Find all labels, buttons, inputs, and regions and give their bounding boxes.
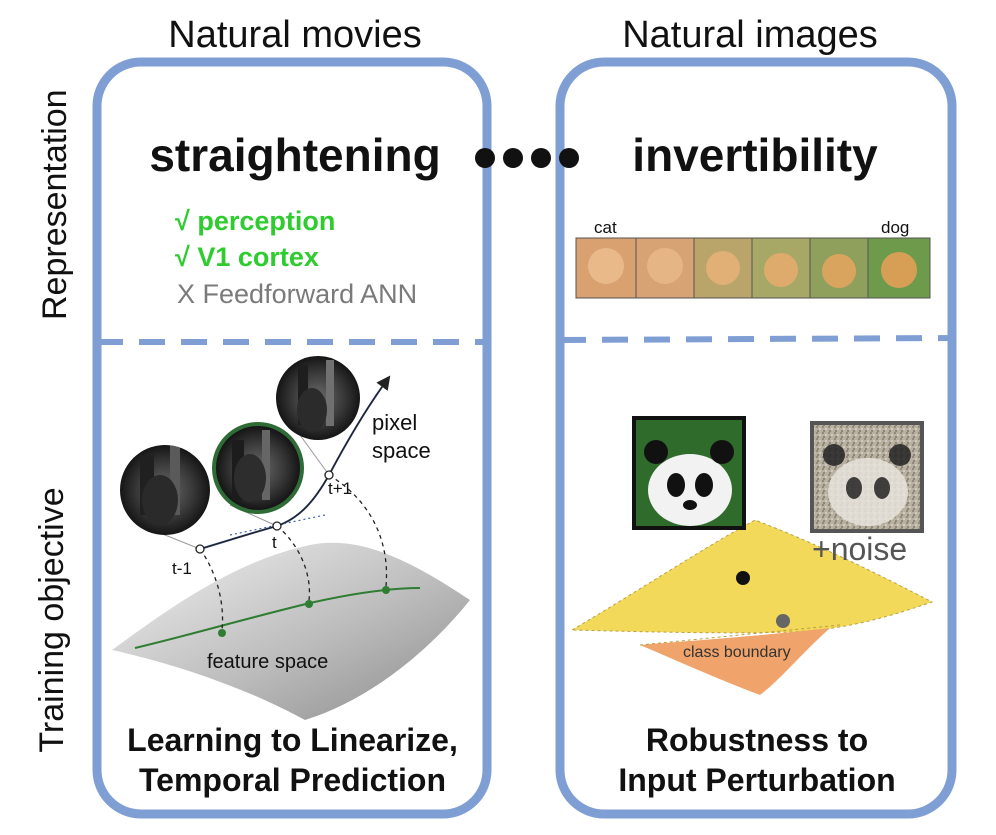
space-label: space (372, 438, 431, 463)
left-objective-title: Learning to Linearize, Temporal Predicti… (127, 722, 458, 798)
video-frame-3 (276, 356, 360, 440)
cross-mark-icon: X (177, 279, 196, 309)
cat-label: cat (594, 218, 617, 237)
feature-point-t-1 (218, 629, 226, 637)
check-v1-cortex: √ V1 cortex (175, 242, 319, 272)
straightening-label: straightening (149, 129, 441, 181)
class-region-orange (640, 628, 830, 695)
feature-point-t (305, 600, 313, 608)
invertibility-label: invertibility (632, 129, 878, 181)
right-objective-title: Robustness to Input Perturbation (618, 722, 896, 798)
class-boundary-label: class boundary (683, 644, 791, 661)
video-frame-1 (120, 445, 210, 535)
left-panel-frame (92, 57, 492, 819)
cross-feedforward-ann: X Feedforward ANN (177, 279, 418, 309)
cat-dog-morph-strip (575, 237, 931, 299)
clean-point (736, 571, 750, 585)
check-mark-icon: √ (175, 206, 190, 236)
dog-label: dog (881, 218, 910, 237)
column-title-natural-images: Natural images (622, 14, 878, 56)
video-frame-2 (212, 422, 304, 514)
right-divider (559, 335, 953, 343)
pixel-label: pixel (372, 410, 418, 435)
feature-point-t+1 (382, 586, 390, 594)
time-label-t+1: t+1 (328, 479, 353, 498)
noise-label: +noise (812, 531, 908, 567)
time-label-t: t (272, 533, 277, 552)
check-perception: √ perception (175, 206, 336, 236)
check-mark-icon: √ (175, 242, 190, 272)
noisy-point (776, 614, 790, 628)
feature-space-surface (112, 542, 470, 720)
panda-clean-image (632, 416, 746, 530)
column-title-natural-movies: Natural movies (168, 14, 422, 56)
pixel-point-t+1 (324, 470, 334, 480)
tangent-line (229, 514, 326, 536)
panda-noisy-image (810, 421, 924, 533)
pixel-point-t (272, 521, 282, 531)
time-label-t-1: t-1 (172, 559, 192, 578)
ellipsis-dots (475, 148, 579, 168)
pixel-point-t-1 (195, 544, 205, 554)
right-panel-frame (555, 57, 957, 819)
feature-space-label: feature space (207, 651, 329, 673)
class-region-yellow (570, 519, 934, 634)
